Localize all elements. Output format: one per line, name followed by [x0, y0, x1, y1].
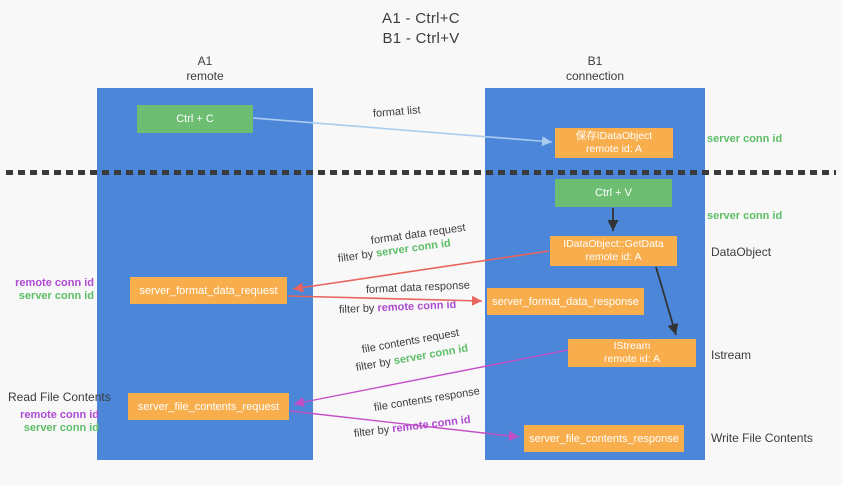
- node-ctrl-v: Ctrl + V: [555, 179, 672, 207]
- node-istream-line2: remote id: A: [603, 353, 661, 365]
- label-file-contents-response: file contents response: [373, 385, 481, 414]
- lane-header-a1: A1 remote: [97, 54, 313, 84]
- node-idataobject-getdata-line1: IDataObject::GetData: [563, 238, 664, 250]
- lane-a1-name: A1: [197, 54, 213, 68]
- label-format-list: format list: [372, 104, 422, 120]
- server-conn-id-label: server conn id: [18, 290, 94, 302]
- node-istream-line1: IStream: [613, 340, 651, 352]
- remote-conn-id-text: remote conn id: [391, 413, 472, 436]
- session-separator-line: [6, 170, 836, 175]
- label-filter-by-remote-conn-id-1: filter by remote conn id: [339, 299, 457, 316]
- label-dataobject: DataObject: [711, 245, 772, 259]
- node-server-file-contents-request: server_file_contents_request: [128, 393, 289, 420]
- label-filter-by-remote-conn-id-2: filter by remote conn id: [353, 414, 471, 440]
- left-conn-id-pair-bottom: remote conn id server conn id: [10, 409, 99, 435]
- node-save-idataobject-line2: remote id: A: [585, 143, 643, 155]
- label-format-data-response: format data response: [365, 279, 471, 296]
- node-server-file-contents-response: server_file_contents_response: [524, 425, 684, 452]
- label-write-file-contents: Write File Contents: [711, 431, 813, 445]
- lane-a1-subtitle: remote: [186, 69, 224, 83]
- node-server-format-data-response: server_format_data_response: [487, 288, 644, 315]
- lane-header-b1: B1 connection: [485, 54, 705, 84]
- remote-conn-id-label: remote conn id: [15, 277, 94, 289]
- server-conn-id-label: server conn id: [23, 422, 99, 434]
- title-line-1: A1 - Ctrl+C: [382, 10, 460, 27]
- node-save-idataobject-line1: 保存IDataObject: [575, 130, 653, 142]
- node-idataobject-getdata: IDataObject::GetData remote id: A: [550, 236, 677, 266]
- node-ctrl-c: Ctrl + C: [137, 105, 253, 133]
- label-istream: Istream: [711, 348, 752, 362]
- filter-prefix: filter by: [354, 355, 392, 374]
- label-read-file-contents: Read File Contents: [8, 390, 111, 404]
- left-conn-id-pair-top: remote conn id server conn id: [10, 277, 94, 303]
- node-server-format-data-request: server_format_data_request: [130, 277, 287, 304]
- lane-b1-subtitle: connection: [565, 69, 625, 83]
- node-save-idataobject: 保存IDataObject remote id: A: [555, 128, 673, 158]
- diagram-title: A1 - Ctrl+C B1 - Ctrl+V: [0, 9, 842, 49]
- label-server-conn-id-top: server conn id: [707, 133, 783, 145]
- filter-prefix: filter by: [337, 248, 374, 265]
- title-line-2: B1 - Ctrl+V: [382, 30, 460, 47]
- filter-prefix: filter by: [353, 423, 390, 440]
- remote-conn-id-text: remote conn id: [377, 298, 457, 315]
- filter-prefix: filter by: [338, 302, 375, 316]
- label-server-conn-id-middle: server conn id: [707, 210, 783, 222]
- remote-conn-id-label: remote conn id: [20, 409, 99, 421]
- lane-b1-name: B1: [587, 54, 603, 68]
- node-istream: IStream remote id: A: [568, 339, 696, 367]
- node-idataobject-getdata-line2: remote id: A: [585, 251, 642, 263]
